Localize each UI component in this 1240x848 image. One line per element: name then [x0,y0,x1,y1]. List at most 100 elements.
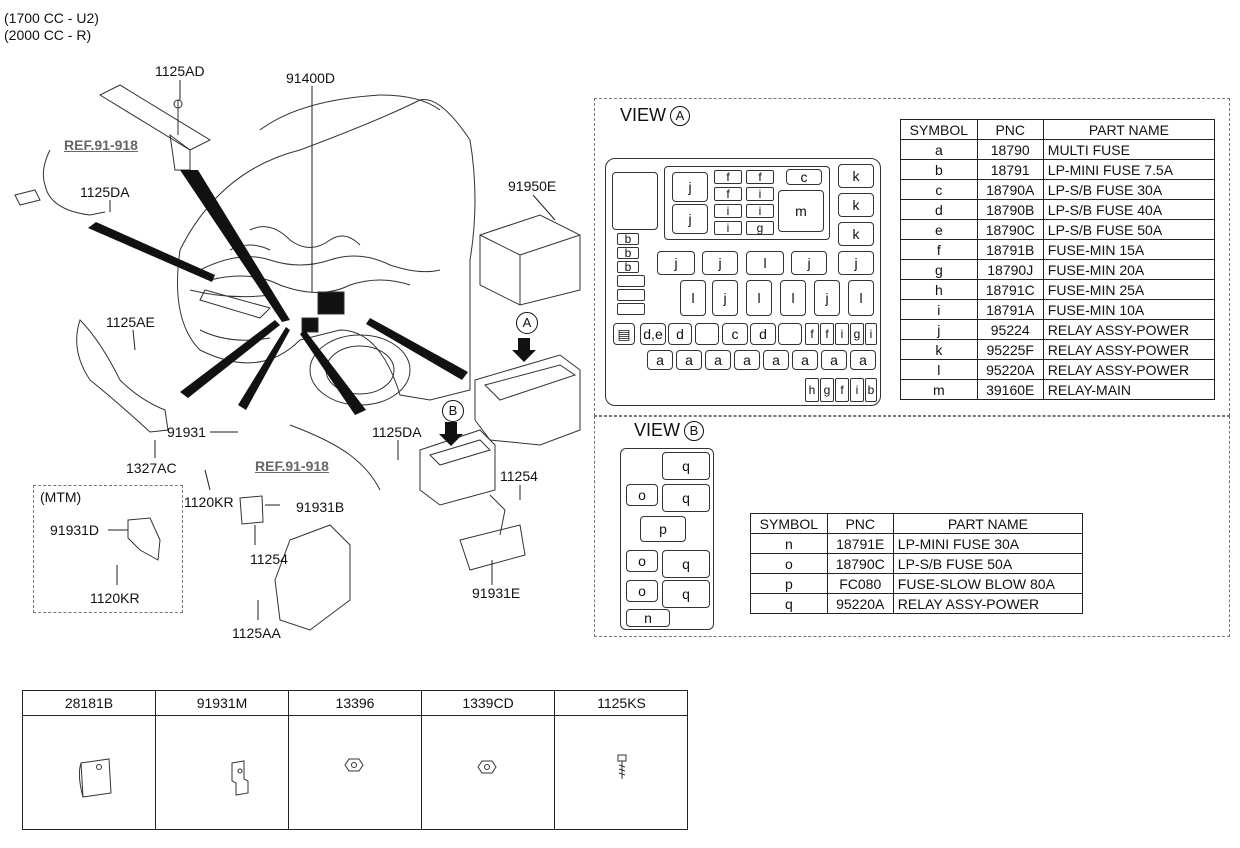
relay-j-4: j [702,251,738,275]
fuse-a-5: a [763,350,789,370]
table-header-row: SYMBOL PNC PART NAME [750,513,1084,534]
engine-variant-1: (1700 CC - U2) [4,10,99,26]
mtm-box [33,485,183,613]
symbol-cell: e [900,219,978,240]
fuse-f-5: f [820,323,834,345]
fuse-j-1: j [672,172,708,202]
fusebox-a-diagram [605,158,881,406]
col-symbol: SYMBOL [900,119,978,140]
pnc-cell: 18790A [976,179,1044,200]
pnc-cell: 18790C [976,219,1044,240]
part-cell[interactable]: 1125KS [555,691,688,829]
symbol-cell: h [900,279,978,300]
pnc-cell: 95224 [976,319,1044,340]
fuse-c-1: c [786,169,822,185]
table-header-row: SYMBOL PNC PART NAME [900,119,1216,140]
part-name-cell: MULTI FUSE [1042,139,1216,160]
fuse-b-4: b [865,378,877,402]
relay-q-2: q [662,484,710,512]
pnc-cell: 18790J [976,259,1044,280]
fuse-blank-2 [617,289,645,301]
marker-b[interactable]: B [442,400,464,422]
relay-j-8: j [814,280,840,316]
symbol-cell: m [900,379,978,400]
relay-k-2: k [838,193,874,217]
relay-q-4: q [662,580,710,608]
part-cell[interactable]: 13396 [289,691,422,829]
pnc-cell: 95220A [976,359,1044,380]
fusebox-a-relay-area [664,166,830,240]
fuse-a-3: a [705,350,731,370]
nut-icon [477,760,497,774]
relay-k-3: k [838,222,874,246]
part-cell[interactable]: 1339CD [422,691,555,829]
fuse-i-7: i [850,378,864,402]
part-name-cell: RELAY ASSY-POWER [1042,359,1216,380]
pnc-cell: 18790C [826,553,894,574]
symbol-cell: k [900,339,978,360]
ref-91-918-top[interactable]: REF.91-918 [64,137,138,153]
part-pnc: 28181B [23,691,155,716]
fuse-b-3: b [617,260,639,274]
part-name-cell: LP-MINI FUSE 7.5A [1042,159,1216,180]
mtm-callout-1120KR: 1120KR [90,590,140,606]
marker-a[interactable]: A [516,312,538,334]
fuse-i-4: i [714,221,742,235]
col-part-name: PART NAME [1042,119,1216,140]
part-name-cell: LP-S/B FUSE 40A [1042,199,1216,220]
part-name-cell: FUSE-MIN 20A [1042,259,1216,280]
col-pnc: PNC [826,513,894,534]
relay-j-5: j [791,251,827,275]
pnc-cell: 18790 [976,139,1044,160]
callout-1125AD: 1125AD [155,63,205,79]
pnc-cell: 18791B [976,239,1044,260]
callout-11254-low: 11254 [250,551,288,567]
fuse-i-1: i [746,187,774,201]
part-name-cell: RELAY ASSY-POWER [892,593,1084,614]
pnc-cell: 95225F [976,339,1044,360]
relay-q-1: q [662,452,710,480]
fuse-a-8: a [850,350,876,370]
fuse-blank-1 [617,275,645,287]
relay-j-7: j [712,280,738,316]
ref-91-918-mid[interactable]: REF.91-918 [255,458,329,474]
fusebox-a-block [612,172,658,230]
fuse-f-1: f [714,170,742,184]
relay-k-1: k [838,164,874,188]
part-name-cell: RELAY ASSY-POWER [1042,339,1216,360]
callout-1125AE: 1125AE [106,314,155,330]
part-name-cell: LP-S/B FUSE 30A [1042,179,1216,200]
symbol-cell: i [900,299,978,320]
part-cell[interactable]: 28181B [23,691,156,829]
pnc-cell: 18791C [976,279,1044,300]
fuse-f-3: f [714,187,742,201]
symbol-cell: q [750,593,828,614]
relay-m: m [778,190,824,232]
fuse-b-1: b [617,232,639,246]
fusebox-b-diagram [620,448,714,630]
fuse-f-2: f [746,170,774,184]
fuse-c-2: c [722,323,748,345]
fuse-g-1: g [746,221,774,235]
fuse-n: n [626,609,670,627]
view-b-panel [594,416,1230,637]
part-pnc: 13396 [289,691,421,716]
relay-l-1: l [746,251,784,275]
part-name-cell: FUSE-MIN 15A [1042,239,1216,260]
col-symbol: SYMBOL [750,513,828,534]
fuse-i-2: i [714,204,742,218]
part-cell[interactable]: 91931M [156,691,289,829]
